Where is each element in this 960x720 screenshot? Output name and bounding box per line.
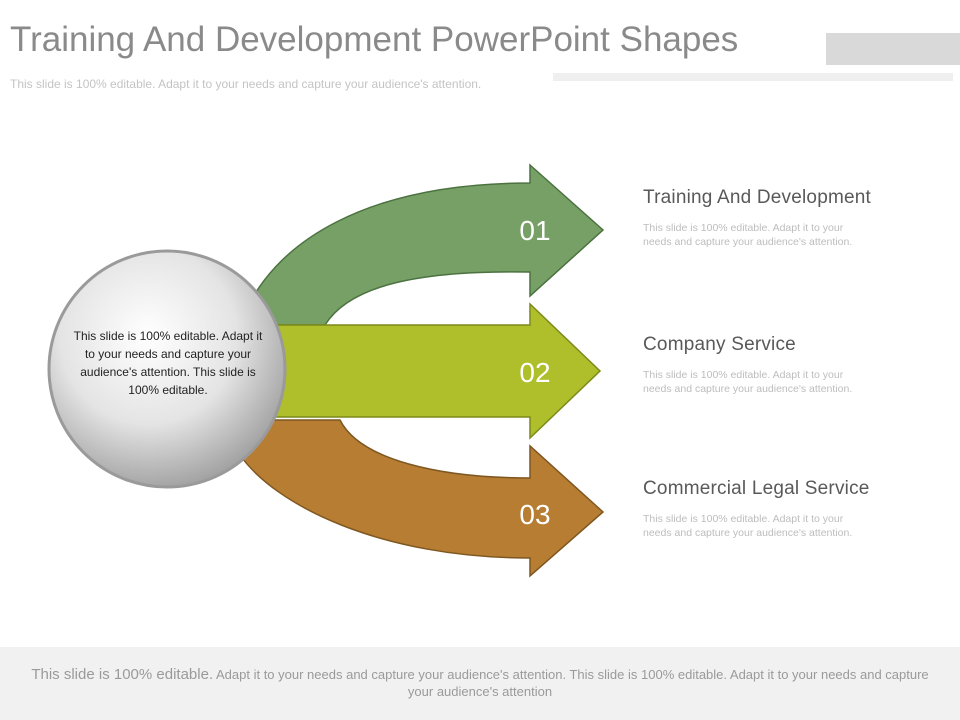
item-description: This slide is 100% editable. Adapt it to… <box>643 222 853 248</box>
item-title: Commercial Legal Service <box>643 478 870 499</box>
footer-text-lead: This slide is 100% editable. <box>31 666 214 683</box>
arrow-01 <box>238 163 605 326</box>
page-subtitle: This slide is 100% editable. Adapt it to… <box>10 77 482 91</box>
item-title: Company Service <box>643 334 796 355</box>
arrow-number-02: 02 <box>519 357 550 388</box>
arrow-number-03: 03 <box>519 499 550 530</box>
arrow-number-01: 01 <box>519 215 550 246</box>
arrow-02 <box>239 302 602 440</box>
page-title: Training And Development PowerPoint Shap… <box>10 20 739 59</box>
item-description: This slide is 100% editable. Adapt it to… <box>643 369 853 395</box>
arrow-03 <box>239 419 605 578</box>
center-sphere-text: This slide is 100% editable. Adapt it to… <box>73 329 263 397</box>
header-accent-line <box>553 73 953 81</box>
item-title: Training And Development <box>643 187 872 208</box>
footer-text-rest: Adapt it to your needs and capture your … <box>213 667 929 699</box>
item-description: This slide is 100% editable. Adapt it to… <box>643 513 853 539</box>
footer-bar: This slide is 100% editable. Adapt it to… <box>0 647 960 720</box>
center-sphere <box>47 249 287 489</box>
item-commercial-legal-service: Commercial Legal Service This slide is 1… <box>643 478 903 540</box>
header-accent-box <box>826 33 960 65</box>
item-training-development: Training And Development This slide is 1… <box>643 187 903 249</box>
footer-text: This slide is 100% editable. Adapt it to… <box>30 666 930 700</box>
item-company-service: Company Service This slide is 100% edita… <box>643 334 903 396</box>
